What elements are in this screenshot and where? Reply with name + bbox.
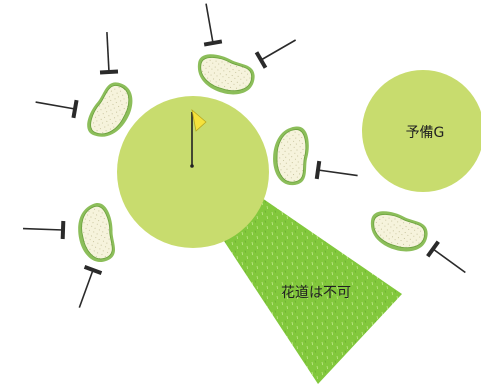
spare-green-label: 予備G (406, 125, 445, 141)
flag-icon (190, 108, 207, 168)
bunker-icon (269, 124, 314, 188)
rake-icon (313, 160, 360, 186)
bunker-icon (68, 199, 125, 268)
bunker-icon (194, 51, 258, 98)
rake-icon (70, 264, 103, 312)
rake-icon (425, 239, 472, 281)
fairway-note: 花道は不可 (281, 285, 351, 301)
spare-green (362, 70, 481, 192)
rake-icon (97, 30, 119, 76)
rake-icon (253, 31, 301, 70)
fairway (222, 198, 402, 384)
main-green (117, 96, 269, 248)
rake-icon (21, 218, 67, 240)
rake-icon (196, 1, 224, 48)
rake-icon (33, 92, 80, 120)
bunker-icon (367, 208, 431, 255)
